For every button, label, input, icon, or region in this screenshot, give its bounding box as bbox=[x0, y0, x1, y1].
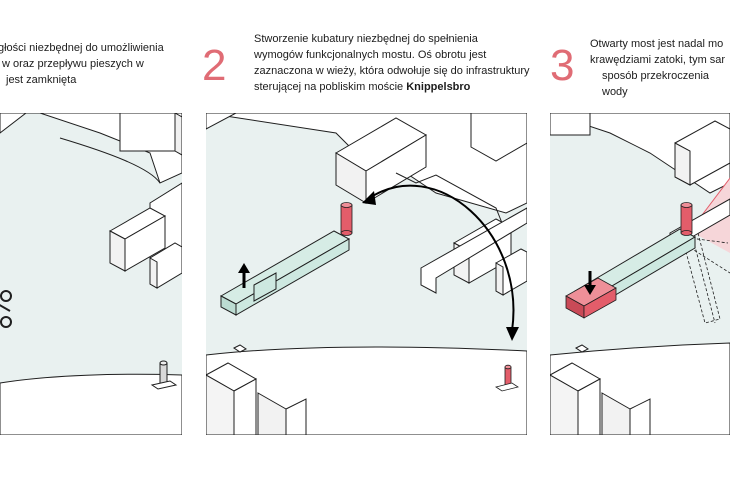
tower-red bbox=[340, 202, 353, 236]
step-2-line-3: zaznaczona w wieży, która odwołuje się d… bbox=[254, 65, 530, 77]
panel-2-diagram bbox=[206, 113, 527, 435]
land-bottom bbox=[0, 373, 182, 435]
buildings-bottom bbox=[206, 344, 307, 435]
rotation-icon bbox=[0, 290, 12, 328]
step-2-caption: Stworzenie kubatury niezbędnej do spełni… bbox=[254, 31, 530, 95]
blocks-panel-1 bbox=[108, 207, 182, 289]
step-3-line-3: sposób przekroczenia wody bbox=[602, 70, 710, 98]
step-2-line-4: sterującej na pobliskim moście Knippelsb… bbox=[254, 79, 530, 95]
panel-3-drawing bbox=[550, 113, 730, 435]
panel-1-drawing bbox=[0, 113, 182, 435]
step-1-line-2: w oraz przepływu pieszych w bbox=[2, 58, 144, 70]
step-1-line-1: głości niezbędnej do umożliwienia bbox=[0, 42, 164, 54]
building-top bbox=[119, 113, 176, 152]
panel-2-drawing bbox=[206, 113, 527, 435]
bridge-closed bbox=[219, 230, 351, 316]
tower-gray bbox=[150, 360, 178, 390]
buildings-bottom bbox=[550, 344, 651, 435]
step-2-line-4-text: sterującej na pobliskim moście bbox=[254, 81, 407, 93]
step-3-line-2: krawędziami zatoki, tym sar bbox=[590, 54, 726, 66]
quay-edge bbox=[59, 137, 161, 184]
buildings-top bbox=[550, 113, 730, 186]
building-top-side bbox=[174, 113, 182, 156]
step-2-line-1: Stworzenie kubatury niezbędnej do spełni… bbox=[254, 33, 478, 45]
step-1-caption: głości niezbędnej do umożliwienia w oraz… bbox=[0, 40, 164, 88]
tower-red bbox=[680, 202, 693, 236]
tower-red-small bbox=[495, 364, 519, 392]
step-3-caption: Otwarty most jest nadal mo krawędziami z… bbox=[590, 36, 730, 100]
building-corner bbox=[0, 113, 27, 134]
panel-3-diagram bbox=[550, 113, 730, 435]
step-2-number: 2 bbox=[202, 41, 227, 90]
step-1-line-3: jest zamknięta bbox=[6, 74, 77, 86]
rotation-arrow-icon bbox=[362, 184, 519, 341]
step-3-number: 3 bbox=[550, 41, 575, 90]
panel-1-diagram bbox=[0, 113, 182, 435]
step-3-line-1: Otwarty most jest nadal mo bbox=[590, 38, 724, 50]
lift-arrow-icon bbox=[238, 263, 250, 288]
step-2-bold-bridge-name: Knippelsbro bbox=[406, 81, 471, 93]
pier bbox=[420, 207, 527, 294]
lower-arrow-icon bbox=[584, 271, 596, 295]
step-2-line-2: wymogów funkcjonalnych mostu. Oś obrotu … bbox=[254, 49, 487, 61]
quay-edge bbox=[395, 172, 507, 234]
